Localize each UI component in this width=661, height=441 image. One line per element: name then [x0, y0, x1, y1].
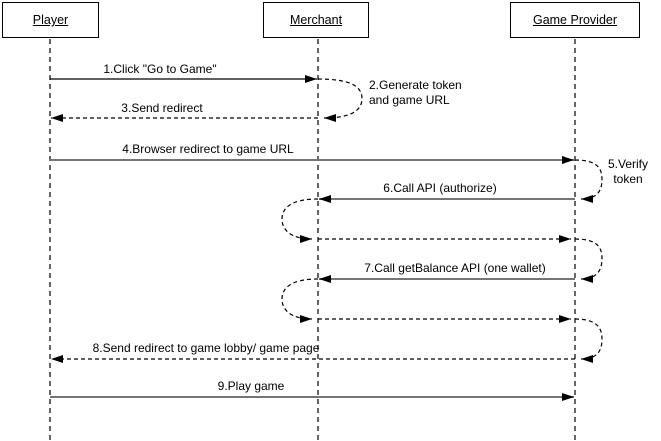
merchant-self-loop-after-7 — [281, 278, 319, 323]
message-3-label: 3.Send redirect — [121, 101, 203, 115]
actor-box-game-provider: Game Provider — [510, 2, 640, 38]
merchant-self-loop-after-6 — [281, 198, 319, 243]
message-2-label: 2.Generate token and game URL — [369, 78, 462, 107]
actor-label-merchant: Merchant — [289, 13, 343, 27]
message-1-label: 1.Click "Go to Game" — [103, 62, 217, 76]
message-9-label: 9.Play game — [217, 379, 285, 393]
message-5-label: 5.Verify token — [607, 157, 649, 186]
game-provider-self-loop-before-8 — [574, 318, 603, 363]
actor-label-player: Player — [32, 13, 69, 27]
message-8-label: 8.Send redirect to game lobby/ game page — [92, 341, 320, 355]
actor-box-merchant: Merchant — [263, 2, 369, 38]
game-provider-self-loop-before-7 — [574, 238, 603, 283]
message-2-self-loop-arrow — [317, 78, 363, 122]
message-5-self-loop-arrow — [574, 159, 603, 203]
message-6-label: 6.Call API (authorize) — [383, 181, 497, 195]
message-7-label: 7.Call getBalance API (one wallet) — [364, 261, 546, 275]
message-4-label: 4.Browser redirect to game URL — [122, 142, 294, 156]
actor-label-game-provider: Game Provider — [532, 13, 618, 27]
actor-box-player: Player — [2, 2, 99, 38]
